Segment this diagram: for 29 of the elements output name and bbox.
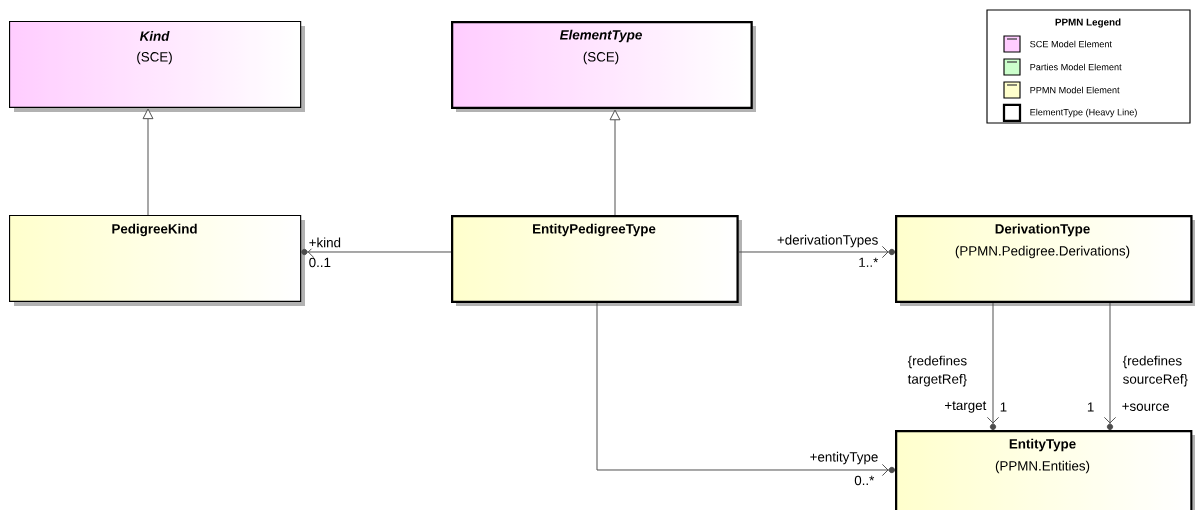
legend-text: ElementType (Heavy Line) [1030, 108, 1137, 118]
role-name: +entityType [808, 450, 880, 466]
multiplicity: 0..1 [309, 257, 331, 268]
role-name: +target [942, 399, 988, 415]
legend-text: SCE Model Element [1030, 40, 1112, 48]
legend-text: PPMN Model Element [1030, 86, 1120, 94]
role-name: +derivationTypes [775, 233, 880, 249]
class-box: Kind (SCE) [9, 21, 305, 112]
role-name: +source [1120, 401, 1171, 413]
association-line [596, 302, 895, 477]
constraint-text: {redefines targetRef} [907, 355, 967, 387]
class-box: ElementType (SCE) [451, 21, 756, 112]
constraint-text: {redefines sourceRef} [1122, 355, 1188, 387]
association-line [738, 245, 895, 259]
legend-title: PPMN Legend [1055, 18, 1121, 28]
association-line [1103, 302, 1117, 430]
association-line [609, 109, 621, 216]
multiplicity: 0..* [854, 475, 875, 486]
association-line [142, 108, 154, 216]
class-box: EntityType (PPMN.Entities) [895, 430, 1195, 510]
multiplicity: 1 [1087, 402, 1094, 412]
association-line [986, 302, 1000, 430]
legend-text: Parties Model Element [1030, 63, 1122, 71]
class-box: EntityPedigreeType [451, 215, 742, 306]
multiplicity: 1 [1000, 402, 1007, 412]
multiplicity: 1..* [859, 257, 879, 267]
class-box: DerivationType (PPMN.Pedigree.Derivations) [895, 215, 1195, 306]
role-name: +kind [307, 236, 343, 249]
class-box: PedigreeKind [9, 215, 305, 306]
